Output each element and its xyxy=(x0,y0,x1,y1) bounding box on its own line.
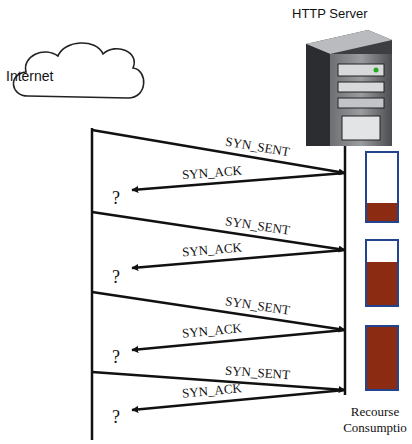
internet-cloud: Internet xyxy=(6,36,148,108)
client-line xyxy=(91,128,94,440)
unknown-mark: ? xyxy=(112,267,120,288)
syn-ack-label: SYN_ACK xyxy=(181,240,242,261)
cloud-label: Internet xyxy=(6,68,53,84)
server-line xyxy=(344,146,347,395)
syn-ack-label: SYN_ACK xyxy=(181,381,242,403)
server-heading: HTTP Server xyxy=(292,6,368,21)
syn-sent-label: SYN_SENT xyxy=(225,293,292,318)
unknown-mark: ? xyxy=(112,188,120,209)
unknown-mark: ? xyxy=(112,407,120,428)
unknown-mark: ? xyxy=(112,347,120,368)
resource-bars xyxy=(366,152,398,390)
http-server: HTTP Server xyxy=(288,4,406,146)
syn-sent-label: SYN_SENT xyxy=(225,363,291,384)
syn-ack-label: SYN_ACK xyxy=(181,321,242,343)
resource-caption: Recourse Consumptio xyxy=(337,404,412,437)
server-icon xyxy=(288,4,406,146)
syn-sent-label: SYN_SENT xyxy=(225,213,292,238)
packet-arrows xyxy=(92,130,345,410)
syn-sent-label: SYN_SENT xyxy=(225,134,292,161)
syn-ack-label: SYN_ACK xyxy=(181,162,242,183)
